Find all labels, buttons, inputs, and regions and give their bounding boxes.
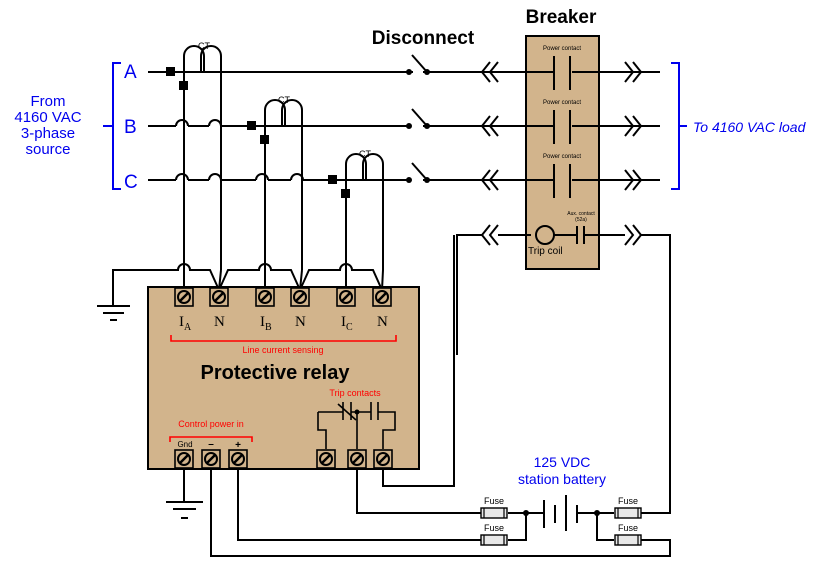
fuse: Fuse: [614, 496, 642, 519]
aux-contact-label: Aux. contact: [567, 211, 595, 217]
relay-title: Protective relay: [201, 362, 351, 384]
terminal-minus: [201, 449, 221, 469]
terminal-n-1: [209, 287, 229, 307]
draw-out-connector-left: [480, 61, 499, 246]
screw-slot-icon: [321, 454, 331, 464]
disconnect-switch-a: [406, 54, 430, 75]
trip-common-wire: [356, 469, 481, 514]
draw-out-connector-right: [624, 61, 643, 246]
terminal-trip-common: [347, 449, 367, 469]
line-current-sensing-label: Line current sensing: [242, 345, 323, 355]
phase-label-b: B: [124, 117, 137, 138]
trip-wire-right: [640, 234, 671, 514]
line-current-sensing-bracket: [170, 335, 397, 342]
ground-symbol-top: [97, 301, 130, 321]
power-contact-a: Power contact: [543, 46, 581, 90]
battery-label-2: station battery: [518, 471, 606, 487]
ct-phase-a: CT: [166, 41, 222, 270]
trip-contacts-label: Trip contacts: [329, 388, 381, 398]
breaker-title: Breaker: [526, 7, 597, 28]
fuse-label: Fuse: [618, 523, 638, 533]
source-line-4: source: [25, 141, 70, 158]
trip-coil-label: Trip coil: [528, 246, 563, 257]
terminal-label: N: [295, 314, 306, 330]
fuse: Fuse: [480, 496, 508, 519]
source-label: From 4160 VAC 3-phase source: [14, 93, 81, 158]
bottom-terminals: [174, 449, 393, 469]
terminal-n-5: [372, 287, 392, 307]
power-contact-c: Power contact: [543, 154, 581, 198]
screw-slot-icon: [179, 454, 189, 464]
disconnect-switch-b: [406, 108, 430, 129]
screw-slot-icon: [295, 292, 305, 302]
svg-text:CT: CT: [198, 41, 210, 51]
phase-line-c: [148, 173, 660, 181]
ct-neutral-bus: [112, 263, 383, 301]
phase-line-b: [148, 119, 660, 127]
screw-slot-icon: [260, 292, 270, 302]
minus-terminal-label: –: [208, 439, 214, 450]
terminal-trip-nc: [316, 449, 336, 469]
load-label: To 4160 VAC load: [693, 119, 807, 135]
station-battery: [508, 495, 614, 541]
ct-phase-b: CT: [247, 95, 303, 270]
phase-label-a: A: [124, 62, 137, 83]
svg-text:CT: CT: [278, 95, 290, 105]
terminal-label: N: [214, 314, 225, 330]
source-line-2: 4160 VAC: [14, 109, 81, 126]
control-power-label: Control power in: [178, 419, 244, 429]
terminal-plus: [228, 449, 248, 469]
screw-slot-icon: [377, 292, 387, 302]
aux-contact-sublabel: (52a): [575, 217, 587, 223]
svg-text:Power contact: Power contact: [543, 46, 581, 52]
terminal-trip-no: [373, 449, 393, 469]
screw-slot-icon: [352, 454, 362, 464]
fuse-label: Fuse: [484, 496, 504, 506]
control-power-bracket: [169, 436, 253, 442]
terminal-ic-4: [336, 287, 356, 307]
trip-contacts: [317, 402, 396, 449]
fuse: Fuse: [480, 523, 508, 546]
screw-slot-icon: [214, 292, 224, 302]
source-line-3: 3-phase: [21, 125, 75, 142]
fuse-label: Fuse: [484, 523, 504, 533]
plus-supply-wire: [237, 469, 481, 541]
power-contact-b: Power contact: [543, 100, 581, 144]
screw-slot-icon: [233, 454, 243, 464]
ct-phase-c: CT: [328, 149, 384, 270]
screw-slot-icon: [179, 292, 189, 302]
minus-supply-wire: [210, 469, 671, 557]
terminal-gnd: [174, 449, 194, 469]
gnd-terminal-label: Gnd: [177, 440, 192, 449]
terminal-ib-2: [255, 287, 275, 307]
battery-label-1: 125 VDC: [534, 454, 591, 470]
disconnect-switch-c: [406, 162, 430, 183]
protective-relay-enclosure: [147, 286, 420, 470]
phase-label-c: C: [124, 172, 138, 193]
screw-slot-icon: [378, 454, 388, 464]
trip-output-wire: [382, 235, 455, 487]
fuse: Fuse: [614, 523, 642, 546]
svg-text:Power contact: Power contact: [543, 154, 581, 160]
screw-slot-icon: [341, 292, 351, 302]
svg-text:CT: CT: [359, 149, 371, 159]
trip-wire-left: [456, 234, 482, 355]
load-bracket: [671, 62, 687, 190]
terminal-label: N: [377, 314, 388, 330]
disconnect-title: Disconnect: [372, 28, 475, 49]
screw-slot-icon: [206, 454, 216, 464]
plus-terminal-label: +: [235, 440, 241, 451]
ground-symbol-bottom: [166, 501, 203, 519]
source-bracket: [103, 62, 121, 190]
fuse-label: Fuse: [618, 496, 638, 506]
aux-contact-52a: [576, 226, 585, 244]
terminal-n-3: [290, 287, 310, 307]
source-line-1: From: [31, 93, 66, 110]
svg-text:Power contact: Power contact: [543, 100, 581, 106]
terminal-ia-0: [174, 287, 194, 307]
